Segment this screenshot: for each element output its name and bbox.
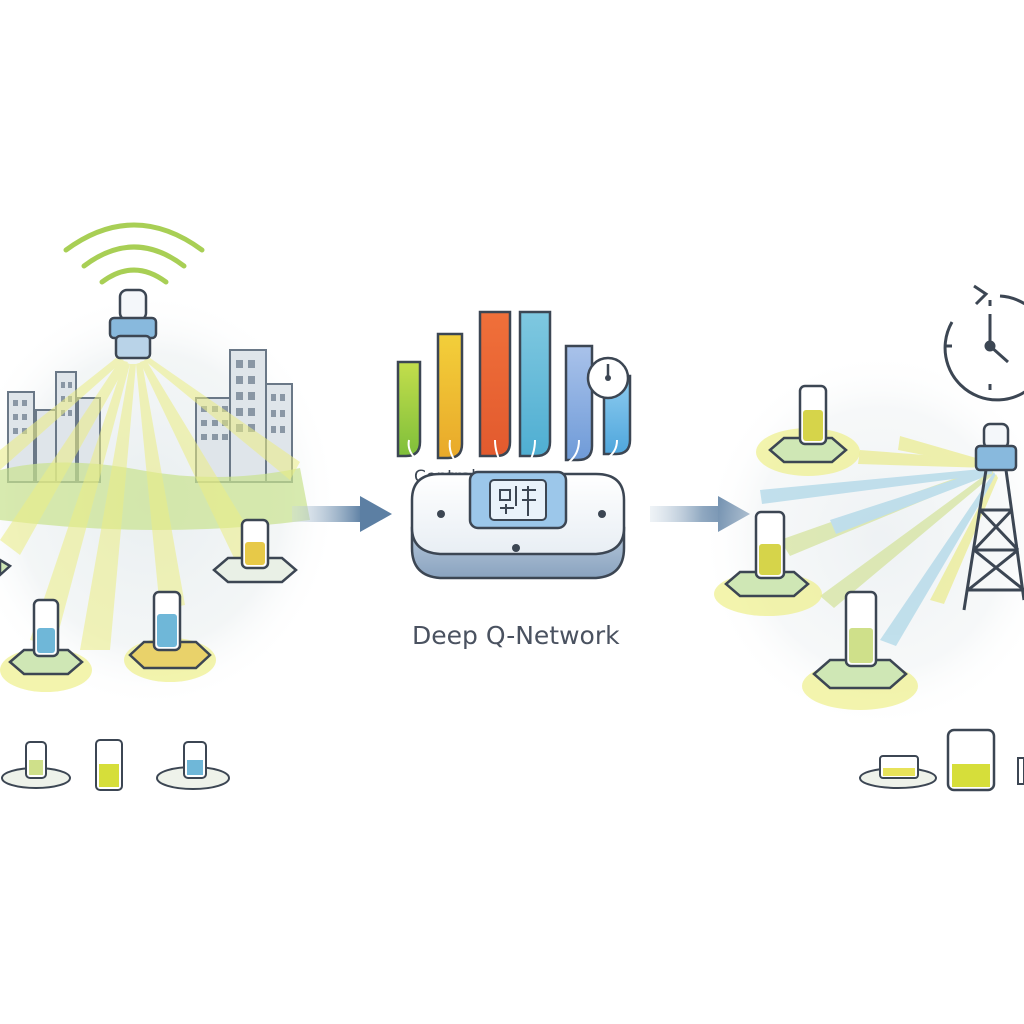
wifi-signal-icon	[63, 222, 205, 285]
q-value-bars-icon	[396, 310, 632, 467]
battery-node	[802, 590, 918, 710]
hub-label-bottom: Deep Q-Network	[412, 621, 620, 650]
battery-node	[756, 384, 860, 476]
router-chip-icon	[410, 470, 626, 580]
battery-node	[124, 590, 216, 682]
cell-tower-icon	[962, 422, 1024, 611]
gauge-icon	[586, 356, 630, 400]
battery-node	[212, 518, 298, 584]
left-battery-legend	[1, 739, 230, 791]
battery-node	[0, 598, 92, 692]
left-scene	[0, 222, 340, 791]
right-battery-legend	[859, 728, 1024, 792]
battery-icon-partial	[1017, 757, 1024, 785]
battery-icon	[946, 728, 996, 792]
right-scene	[700, 284, 1024, 792]
charging-beams	[760, 436, 998, 646]
transmitter-icon	[108, 288, 158, 360]
charging-beams	[0, 358, 300, 650]
battery-icon	[1, 741, 71, 789]
battery-node	[714, 510, 822, 616]
flow-arrow-left	[292, 496, 392, 532]
stopwatch-icon	[943, 284, 1024, 402]
battery-icon	[95, 739, 123, 791]
battery-icon	[156, 741, 230, 790]
hub: Central Deep Q-Network	[396, 310, 632, 650]
battery-node-partial	[0, 558, 13, 577]
battery-icon	[859, 755, 937, 789]
